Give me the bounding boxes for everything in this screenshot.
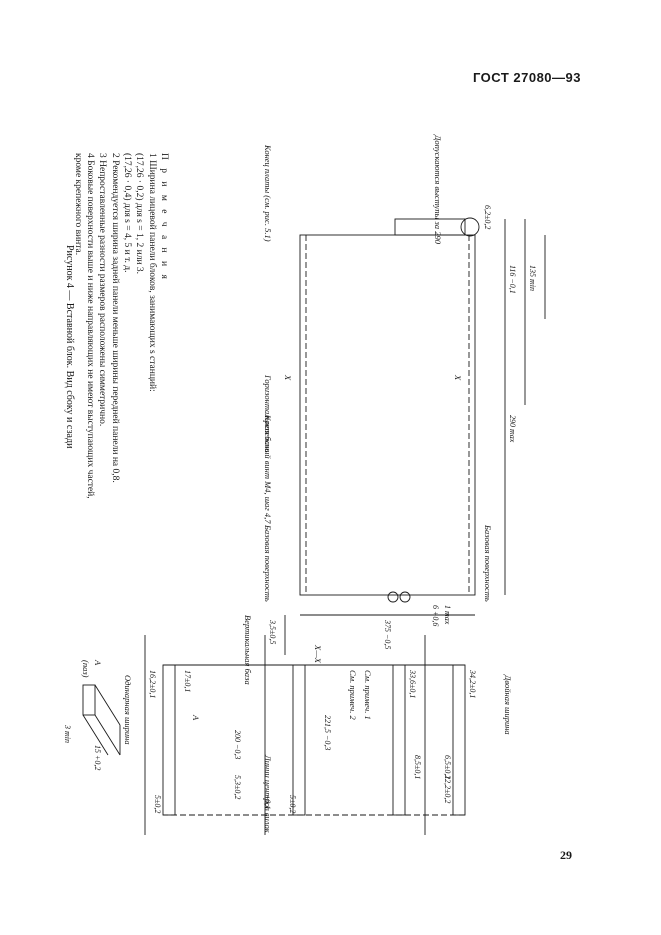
dim-290: 290 max	[508, 415, 517, 443]
dim-85: 8,5±0,1	[413, 755, 422, 779]
dim-200: 200 −0,3	[233, 730, 242, 759]
dim-135: 135 min	[528, 265, 537, 291]
section-mark-top: X	[453, 374, 463, 381]
dim-5b: 5±0,2	[153, 795, 162, 813]
detail-a-note: (паз)	[81, 660, 91, 678]
dim-162: 16,2±0,1	[148, 670, 157, 698]
detail-a-marker: А	[191, 714, 201, 721]
dim-2215: 221,5 −0,3	[323, 715, 332, 750]
vertical-base-label: Вертикальная база	[243, 615, 253, 685]
horizontal-base-label: Горизонтальная база	[263, 374, 273, 453]
section-label: X—X	[313, 644, 323, 664]
dim-53: 5,3±0,2	[233, 775, 242, 799]
dim-34: 34,2±0,1	[468, 669, 477, 698]
centerlines-label: Линии центров вилок соединителей	[263, 754, 273, 835]
side-view-outline	[299, 234, 476, 596]
note-line: 3 Непроставленные разности размеров расп…	[97, 153, 108, 427]
board-edge-label: Конец платы (см. рис. 5.1)	[263, 144, 273, 242]
dim-375: 375 −0,5	[383, 619, 392, 649]
base-surface-label-2: Базовая поверхность	[483, 524, 493, 602]
dim-01: ±0,1	[263, 795, 272, 809]
note-line: (17,26 · 0,4) для s = 4, 5 и т. д.	[121, 153, 132, 273]
page-number: 29	[560, 848, 572, 862]
double-width-label: Двойная ширина	[503, 674, 513, 735]
section-mark-bottom: X	[283, 374, 293, 381]
notes-block: П р и м е ч а н и я 1 Ширина лицевой пан…	[71, 153, 170, 499]
detail-a-label: А	[93, 659, 103, 666]
note-line: 4 Боковые поверхности выше и ниже направ…	[84, 153, 95, 499]
technical-drawing: 116 −0,1 135 min 290 max 375 −0,5 3,5±0,…	[63, 134, 546, 835]
screw-label: Крепежный винт М4, шаг 4,7	[263, 414, 273, 524]
protrusions-label: Допускаются выступы за 290	[433, 134, 443, 245]
dim-3min: 3 min	[63, 724, 72, 743]
single-width-label: Одинарная ширина	[123, 675, 133, 745]
rotated-figure-page: 116 −0,1 135 min 290 max 375 −0,5 3,5±0,…	[5, 115, 565, 835]
dim-62: 6,2±0,2	[483, 205, 492, 229]
dim-222: 22,2±0,2	[443, 775, 452, 803]
base-surface-label: Базовая поверхность	[263, 524, 273, 602]
dim-1max: 1 max	[443, 605, 452, 625]
dim-116: 116 −0,1	[508, 265, 517, 294]
dim-6: 6 +0,6	[431, 605, 440, 626]
figure-caption: Рисунок 4 — Вставной блок. Вид сбоку и с…	[64, 245, 75, 449]
note-line: 2 Рекомендуется ширина задней панели мен…	[109, 153, 120, 483]
note-line: 1 Ширина лицевой панели блоков, занимающ…	[146, 153, 157, 392]
dim-5a: 5±0,2	[288, 795, 297, 813]
dim-65: 6,5±0,1	[443, 755, 452, 779]
document-header: ГОСТ 27080—93	[472, 70, 581, 85]
dim-17: 17±0,1	[183, 670, 192, 692]
note-line: (17,26 · 0,2) для s = 1, 2 или 3.	[134, 153, 145, 275]
notes-title: П р и м е ч а н и я	[159, 153, 169, 282]
dim-15: 15 +0,2	[93, 745, 102, 770]
dim-35: 3,5±0,5	[268, 619, 277, 644]
dim-33: 33,6±0,1	[408, 669, 417, 698]
see-note-1: См. примеч. 1	[363, 670, 373, 720]
see-note-2: См. примеч. 2	[348, 670, 358, 720]
